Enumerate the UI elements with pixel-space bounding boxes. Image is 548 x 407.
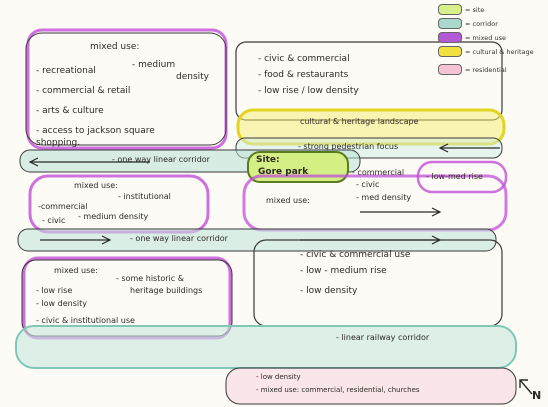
bottom-right-line: - low - medium rise <box>300 266 387 276</box>
mid-left-heading: mixed use: <box>74 181 118 190</box>
legend-label: = corridor <box>465 19 498 28</box>
legend-item-site: = site <box>438 4 484 15</box>
legend-label: = residential <box>465 65 507 74</box>
legend-swatch <box>438 64 462 75</box>
top-right-line: - food & restaurants <box>258 70 349 80</box>
mid-right-line: - commercial <box>352 168 405 177</box>
site-label: Site: <box>256 155 280 165</box>
top-left-line: - medium <box>132 60 176 70</box>
mid-left-line: -commercial <box>38 202 88 211</box>
top-left-line: shopping. <box>36 138 81 148</box>
pedestrian-label: - strong pedestrian focus <box>298 142 399 151</box>
bottom-left-line: - low density <box>36 299 87 308</box>
top-left-line: density <box>176 72 209 82</box>
mid-right-line: - med density <box>356 193 412 202</box>
bottom-left-line: - low rise <box>36 286 73 295</box>
mid-left-line: - civic <box>42 216 66 225</box>
site-name: Gore park <box>258 167 309 177</box>
top-right-line: - civic & commercial <box>258 54 350 64</box>
legend-swatch <box>438 32 462 43</box>
legend-label: = mixed use <box>465 33 506 42</box>
legend-swatch <box>438 4 462 15</box>
mid-right-line: - low-med rise <box>426 172 483 181</box>
top-left-heading: mixed use: <box>90 42 140 52</box>
top-left-line: - access to jackson square <box>36 126 155 136</box>
top-right-line: - low rise / low density <box>258 86 359 96</box>
top-left-line: - commercial & retail <box>36 86 131 96</box>
heritage-label: cultural & heritage landscape <box>300 117 419 126</box>
top-left-line: - recreational <box>36 66 96 76</box>
legend-swatch <box>438 18 462 29</box>
legend-label: = cultural & heritage <box>465 47 534 56</box>
residential-line: - mixed use: commercial, residential, ch… <box>256 386 420 394</box>
north-label: N <box>532 389 542 402</box>
top-left-line: - arts & culture <box>36 106 104 116</box>
legend: = site = corridor = mixed use = cultural… <box>438 4 544 76</box>
north-arrow <box>519 379 533 395</box>
bottom-left-line: heritage buildings <box>130 286 203 295</box>
residential-line: - low density <box>256 373 301 381</box>
corridor-band-2 <box>17 228 497 252</box>
low-med-rise-bubble <box>416 160 508 194</box>
legend-item-corridor: = corridor <box>438 18 498 29</box>
railway-corridor <box>15 325 517 369</box>
mid-right-heading: mixed use: <box>266 196 310 205</box>
bottom-left-heading: mixed use: <box>54 266 98 275</box>
mid-left-line: - medium density <box>78 212 149 221</box>
railway-label: - linear railway corridor <box>336 333 430 342</box>
bottom-left-line: - some historic & <box>116 274 184 283</box>
bottom-right-line: - low density <box>300 286 358 296</box>
legend-item-residential: = residential <box>438 64 507 75</box>
mid-right-line: - civic <box>356 180 380 189</box>
legend-item-mixed-use: = mixed use <box>438 32 506 43</box>
residential-zone <box>225 367 517 405</box>
bottom-left-line: - civic & institutional use <box>36 316 135 325</box>
corridor-2-label: - one way linear corridor <box>130 234 228 243</box>
bottom-right-line: - civic & commercial use <box>300 250 411 260</box>
legend-item-cultural-heritage: = cultural & heritage <box>438 46 535 57</box>
corridor-1-label: - one way linear corridor <box>112 155 210 164</box>
mid-left-line: - institutional <box>118 192 171 201</box>
legend-label: = site <box>465 5 485 14</box>
legend-swatch <box>438 46 462 57</box>
